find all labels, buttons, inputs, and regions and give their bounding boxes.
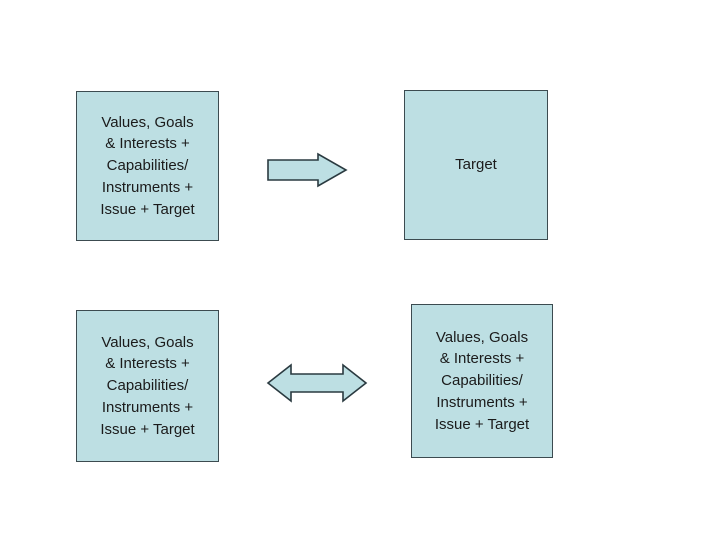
- node-target-label: Target: [455, 156, 497, 174]
- node-top-left[interactable]: Values, Goals & Interests + Capabilities…: [76, 91, 219, 241]
- node-bottom-right[interactable]: Values, Goals & Interests + Capabilities…: [411, 304, 553, 458]
- node-bottom-left[interactable]: Values, Goals & Interests + Capabilities…: [76, 310, 219, 462]
- arrow-left-right-icon[interactable]: [266, 362, 368, 404]
- node-target[interactable]: Target: [404, 90, 548, 240]
- node-bottom-right-label: Values, Goals & Interests + Capabilities…: [434, 328, 530, 433]
- node-bottom-left-label: Values, Goals & Interests + Capabilities…: [100, 333, 195, 438]
- node-top-left-label: Values, Goals & Interests + Capabilities…: [100, 113, 195, 218]
- arrow-right-icon[interactable]: [266, 152, 348, 188]
